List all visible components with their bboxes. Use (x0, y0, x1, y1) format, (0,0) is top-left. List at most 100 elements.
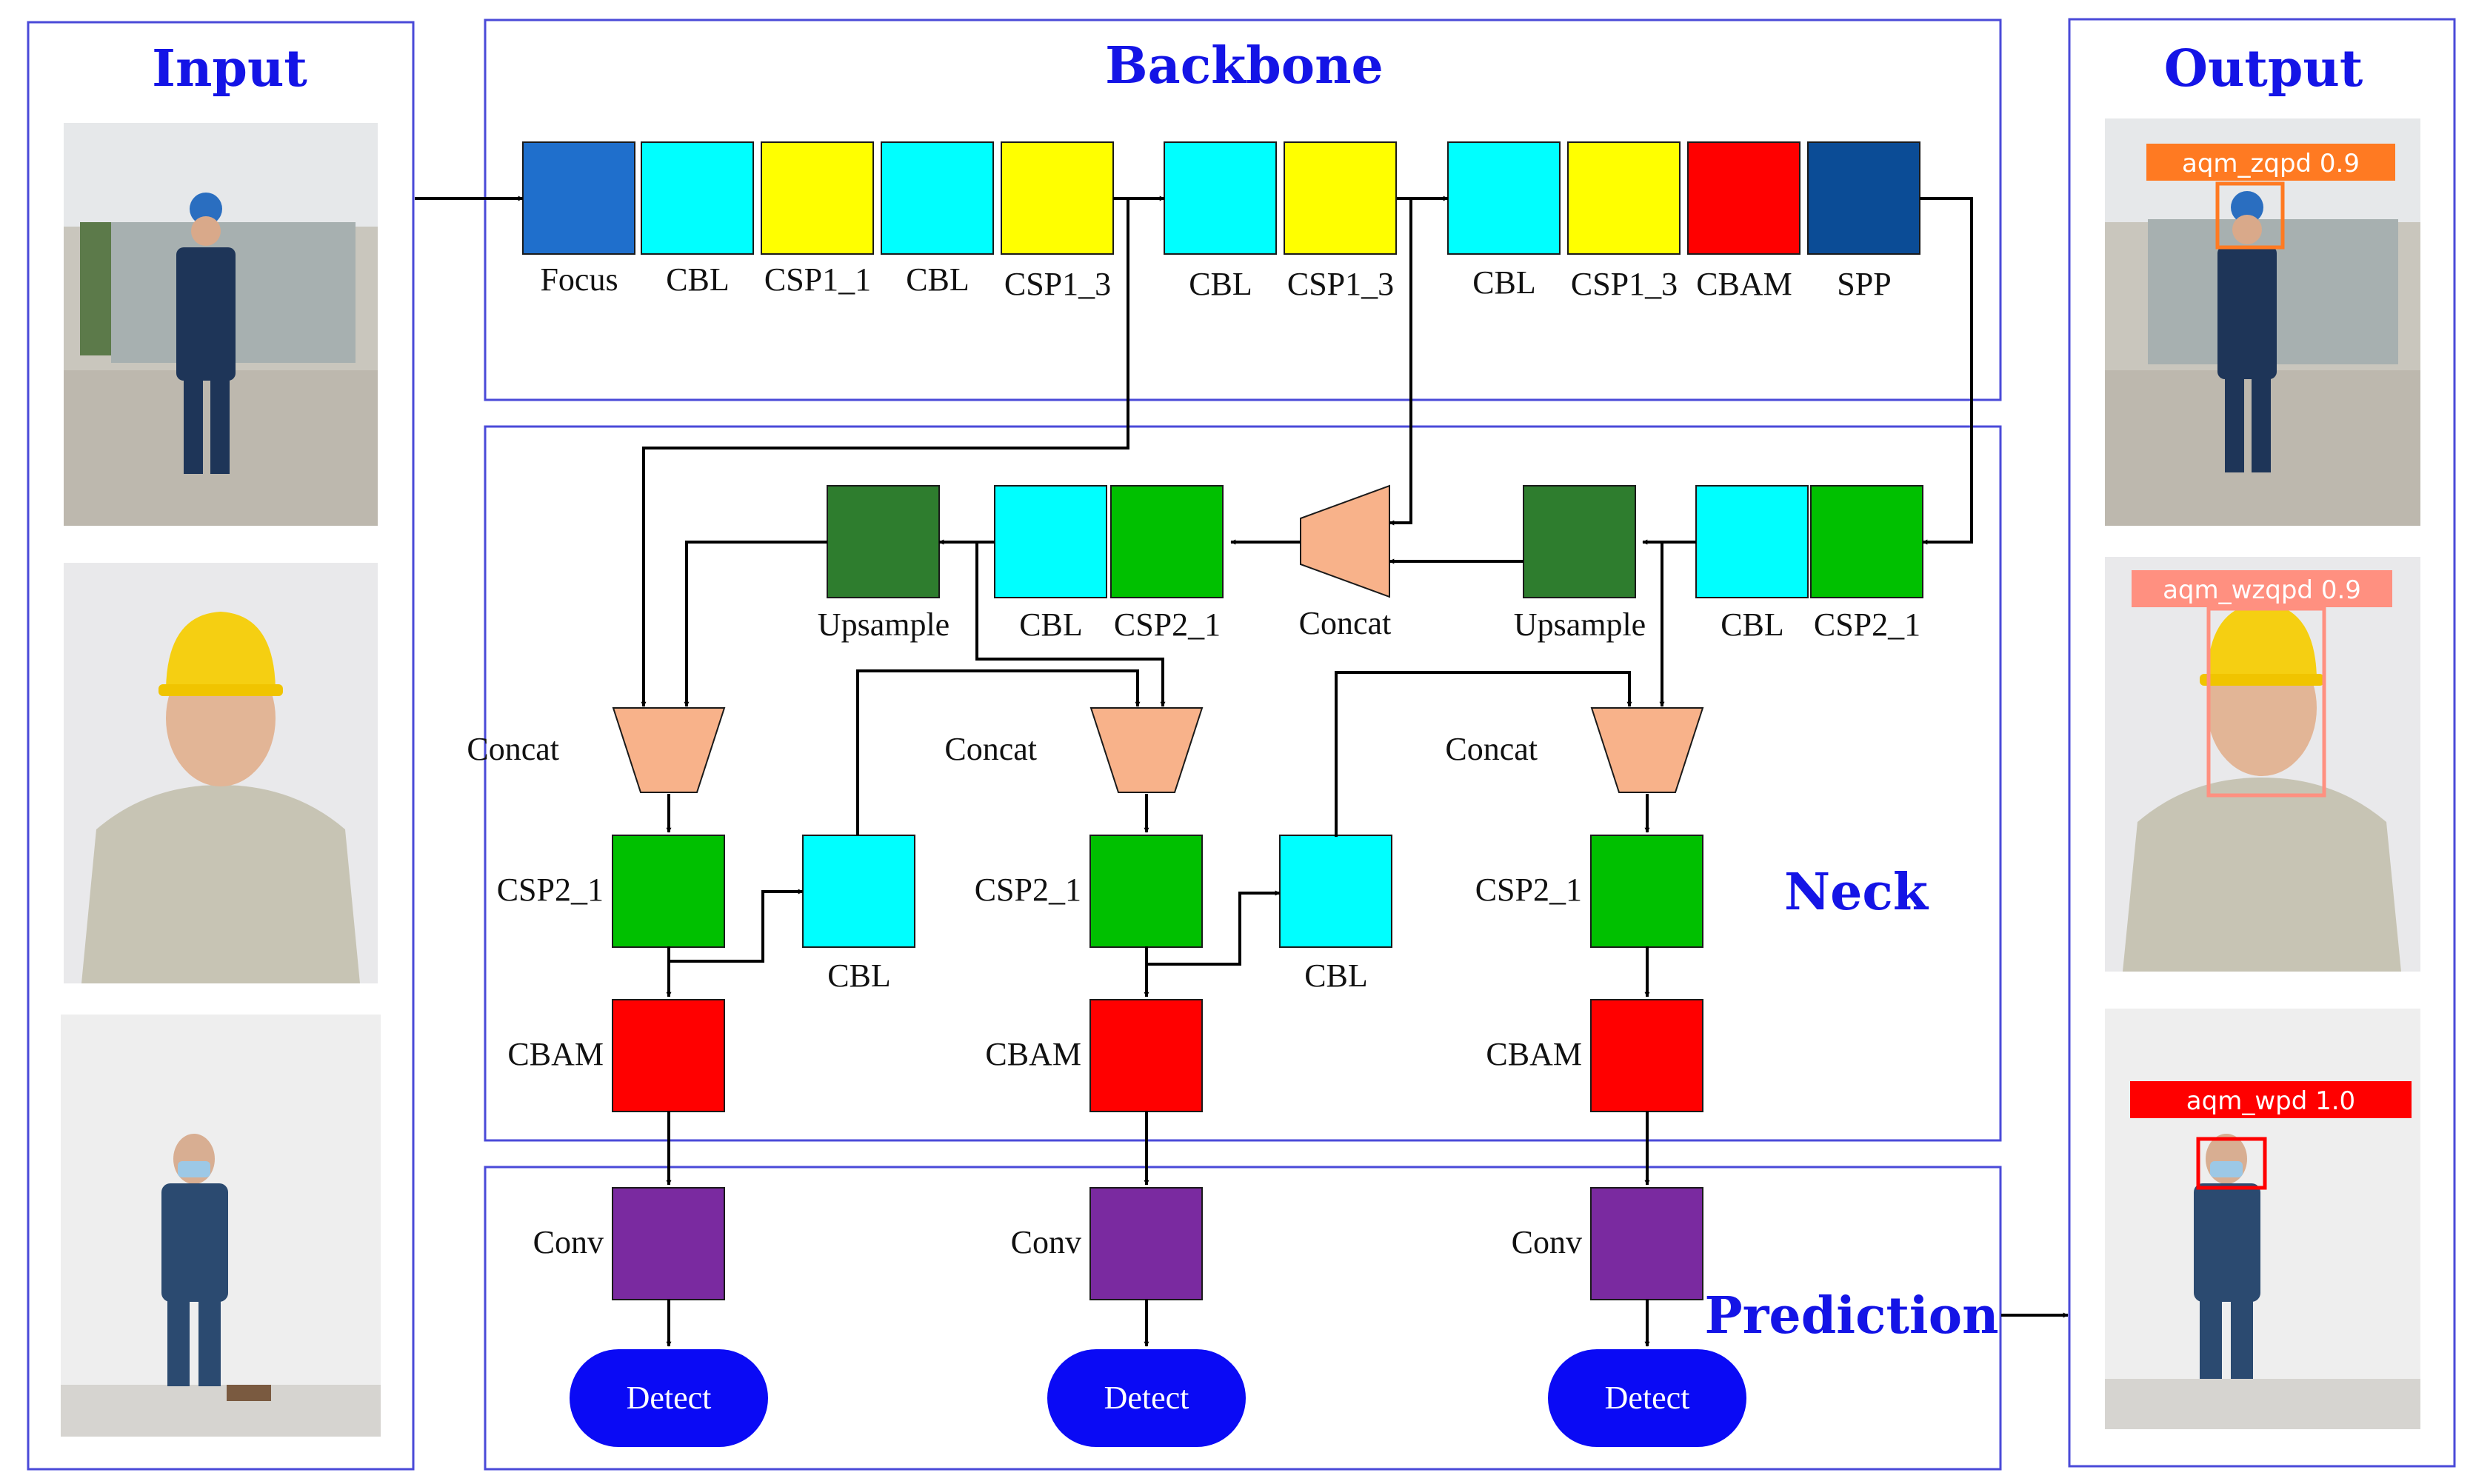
prediction-head-3-detect-label: Detect (1605, 1380, 1690, 1416)
detection-box-2 (2206, 606, 2326, 798)
neck-top-label-6: CBL (1721, 606, 1784, 643)
prediction-panel (484, 1166, 2002, 1471)
input-panel (27, 21, 415, 1471)
neck-branch-2-cbam (1089, 999, 1203, 1112)
neck-top-label-7: CSP2_1 (1814, 606, 1920, 643)
arrow-cbl-to-concat-5b (1335, 671, 1632, 837)
neck-branch-2-csp (1089, 835, 1203, 948)
connectors (415, 195, 2069, 1347)
arrow-csp1-to-cbl (669, 889, 804, 963)
neck-branch-1-concat (612, 707, 726, 793)
neck-branch-1-csp (612, 835, 725, 948)
arrow-upsample-to-concat-1 (684, 541, 827, 707)
prediction-head-1-conv (612, 1187, 725, 1300)
neck-branch-1-concat-label: Concat (467, 731, 559, 767)
backbone-label-2: CBL (666, 261, 730, 298)
neck-top-block-3 (1110, 485, 1224, 598)
neck-branch-1-cbl (802, 835, 915, 948)
prediction-head-2-conv (1089, 1187, 1203, 1300)
neck-branch-2-cbl-label: CBL (1304, 957, 1368, 994)
neck-branch-1-cbl-label: CBL (827, 957, 891, 994)
backbone-label-7: CSP1_3 (1287, 266, 1394, 302)
input-photo-2 (64, 563, 378, 983)
backbone-block-6 (1164, 141, 1277, 255)
output-photo-3 (2105, 1009, 2420, 1429)
prediction-head-2-conv-label: Conv (1011, 1224, 1081, 1260)
neck-branch-2-cbam-label: CBAM (985, 1036, 1081, 1072)
backbone-label-5: CSP1_3 (1004, 266, 1111, 302)
backbone-label-9: CSP1_3 (1571, 266, 1678, 302)
prediction-title: Prediction (1704, 1286, 1998, 1346)
backbone-block-11 (1807, 141, 1920, 255)
backbone-label-6: CBL (1189, 266, 1252, 302)
detection-box-3 (2196, 1137, 2267, 1190)
neck-branch-3-cbam-label: CBAM (1486, 1036, 1582, 1072)
backbone-label-8: CBL (1472, 264, 1536, 301)
output-photo-2 (2105, 557, 2420, 972)
prediction-head-1-detect (570, 1349, 768, 1447)
neck-top-block-6 (1695, 485, 1809, 598)
backbone-block-9 (1567, 141, 1681, 255)
backbone-block-1 (522, 141, 635, 255)
output-panel (2068, 18, 2456, 1468)
neck-branch-1-cbam (612, 999, 725, 1112)
prediction-head-1-detect-label: Detect (627, 1380, 712, 1416)
backbone-block-4 (881, 141, 994, 255)
prediction-head-1-conv-label: Conv (533, 1224, 604, 1260)
neck-branch-1-csp-label: CSP2_1 (497, 872, 604, 908)
neck-top-block-7 (1810, 485, 1923, 598)
neck-branch-2-concat-label: Concat (944, 731, 1037, 767)
detection-tag-2 (2132, 570, 2392, 607)
neck-top-label-4: Concat (1299, 605, 1392, 641)
input-photo-1 (64, 123, 378, 526)
prediction-head-2-detect-label: Detect (1104, 1380, 1189, 1416)
prediction-head-3-conv-label: Conv (1512, 1224, 1582, 1260)
backbone-block-7 (1284, 141, 1397, 255)
neck-top-label-3: CSP2_1 (1114, 606, 1221, 643)
detection-tag-3 (2130, 1081, 2412, 1118)
backbone-block-3 (761, 141, 874, 255)
neck-top-label-2: CBL (1019, 606, 1083, 643)
backbone-label-4: CBL (906, 261, 969, 298)
neck-top-label-5: Upsample (1514, 606, 1646, 643)
neck-branch-3-concat (1590, 707, 1704, 793)
neck-branch-1-cbam-label: CBAM (507, 1036, 604, 1072)
neck-branch-2-cbl (1279, 835, 1392, 948)
prediction-head-3-detect (1548, 1349, 1746, 1447)
input-title: Input (152, 39, 307, 98)
output-title: Output (2164, 39, 2363, 98)
backbone-panel (484, 19, 2002, 401)
arrow-cbl-to-concat-3 (975, 542, 1166, 707)
backbone-block-5 (1001, 141, 1114, 255)
detection-label-2: aqm_wzqpd 0.9 (2163, 575, 2361, 605)
neck-branch-3-cbam (1590, 999, 1703, 1112)
arrow-p4-tap (1389, 198, 1412, 526)
neck-branch-3-concat-label: Concat (1445, 731, 1538, 767)
neck-top-label-1: Upsample (818, 606, 950, 643)
detection-tag-1 (2146, 144, 2395, 181)
neck-branch-3-csp-label: CSP2_1 (1475, 872, 1582, 908)
neck-branch-2-csp-label: CSP2_1 (975, 872, 1081, 908)
neck-top-block-1 (827, 485, 940, 598)
neck-title: Neck (1784, 863, 1929, 922)
detection-label-1: aqm_zqpd 0.9 (2182, 149, 2360, 178)
neck-panel (484, 425, 2002, 1142)
neck-top-concat (1300, 484, 1390, 598)
prediction-head-2-detect (1047, 1349, 1246, 1447)
backbone-block-2 (641, 141, 754, 255)
backbone-block-8 (1447, 141, 1561, 255)
backbone-block-10 (1687, 141, 1800, 255)
arrow-spp-to-neck (1920, 197, 1973, 545)
backbone-label-10: CBAM (1696, 266, 1792, 302)
neck-top-block-2 (994, 485, 1107, 598)
backbone-label-3: CSP1_1 (764, 261, 871, 298)
backbone-title: Backbone (1105, 36, 1384, 96)
arrow-cbl-to-concat-2 (856, 669, 1141, 835)
prediction-head-3-conv (1590, 1187, 1703, 1300)
backbone-label-11: SPP (1837, 266, 1891, 302)
neck-branch-2-concat (1089, 707, 1204, 793)
